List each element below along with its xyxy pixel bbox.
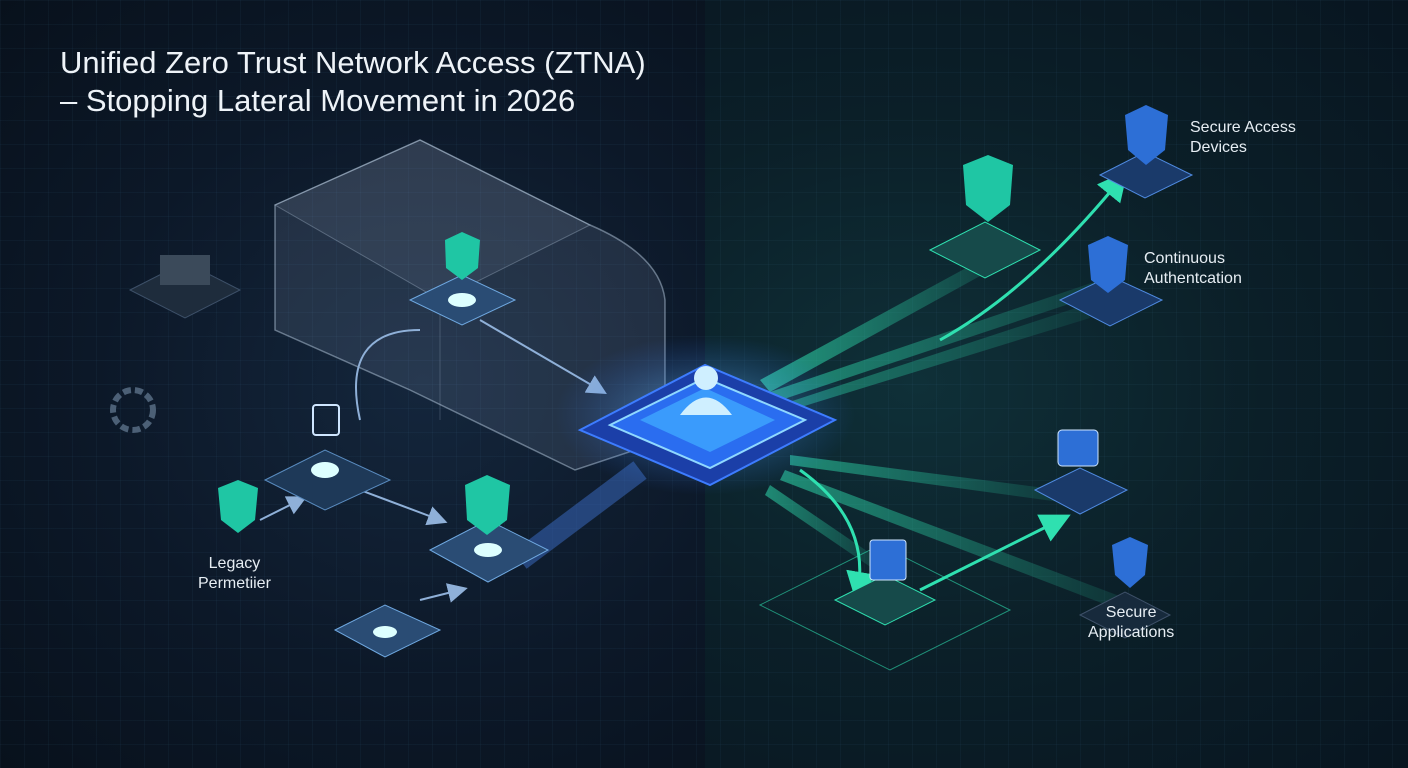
label-line: Secure Access: [1190, 119, 1296, 136]
arrow-lateral: [359, 489, 448, 526]
user-shield-icon-2: [1125, 105, 1168, 165]
user-shield-icon: [963, 155, 1013, 222]
shield-check-icon-3: [218, 480, 258, 533]
label-secure-access-devices: Secure Access Devices: [1190, 118, 1296, 158]
lateral-loop: [355, 329, 421, 421]
central-ztna-hub: [555, 335, 855, 495]
page-title: Unified Zero Trust Network Access (ZTNA)…: [60, 44, 646, 120]
arrow-down: [799, 468, 876, 602]
title-line-1: Unified Zero Trust Network Access (ZTNA): [60, 45, 646, 80]
label-secure-applications: Secure Applications: [1088, 603, 1174, 643]
broken-ring-icon: [110, 387, 156, 433]
shield-check-icon: [445, 232, 480, 280]
label-line: Legacy: [208, 555, 261, 572]
title-line-2: – Stopping Lateral Movement in 2026: [60, 83, 576, 118]
connection-beam: [513, 461, 647, 569]
legacy-nodes: [110, 232, 550, 658]
app-shield-icon: [1112, 537, 1148, 588]
authentication-shield-icon: [1088, 236, 1128, 293]
arrow-lateral-3: [419, 583, 468, 603]
id-badge-icon: [312, 404, 340, 436]
label-continuous-authentication: Continuous Authentcation: [1144, 249, 1242, 289]
label-line: Authentcation: [1144, 270, 1242, 287]
ztna-nodes: [758, 105, 1194, 671]
arrow-to-devices: [939, 170, 1128, 342]
arrow-to-app: [919, 514, 1071, 592]
label-line: Continuous: [1144, 250, 1225, 267]
document-icon: [869, 539, 907, 581]
label-line: Applications: [1088, 624, 1175, 641]
label-line: Permetiier: [198, 575, 271, 592]
app-window-icon: [1057, 429, 1099, 467]
arrow-lateral-2: [259, 496, 308, 521]
label-legacy-perimeter: Legacy Permetiier: [198, 554, 271, 594]
shield-check-icon-2: [465, 475, 510, 535]
label-line: Devices: [1190, 139, 1247, 156]
label-line: Secure: [1105, 604, 1157, 621]
access-beams: [760, 255, 1130, 612]
user-icon: [694, 366, 718, 390]
